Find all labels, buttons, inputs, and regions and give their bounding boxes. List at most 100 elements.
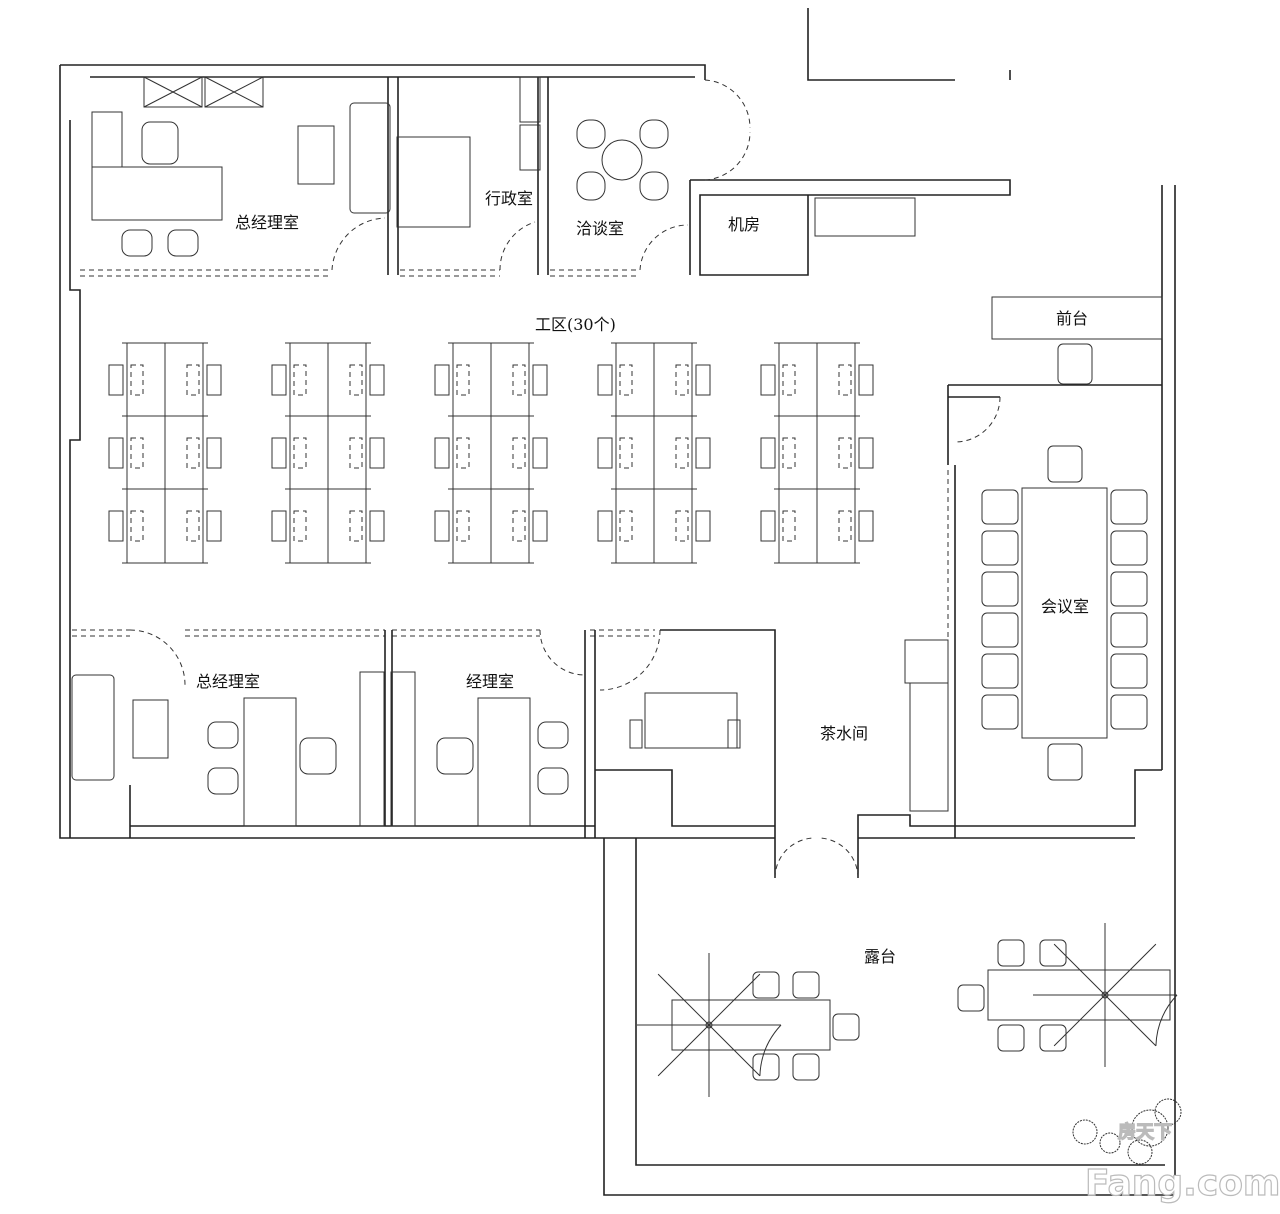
workstation-desk (349, 510, 363, 542)
conference-chair (1110, 612, 1148, 648)
chair (206, 364, 222, 396)
conference-chair (981, 694, 1019, 730)
label-pantry: 茶水间 (820, 724, 868, 743)
workstation-desk (675, 510, 689, 542)
chair (597, 364, 613, 396)
chair (206, 510, 222, 542)
conference-chair (981, 571, 1019, 607)
chair (858, 364, 874, 396)
workstation-desk (130, 364, 144, 396)
terrace-chair (752, 971, 780, 999)
conference-chair (1110, 694, 1148, 730)
chair (206, 437, 222, 469)
chair (369, 437, 385, 469)
chair (532, 510, 548, 542)
label-admin: 行政室 (485, 189, 533, 208)
armchair (167, 229, 199, 257)
workstation-frame (448, 342, 534, 564)
workstation-desk (512, 437, 526, 469)
terrace-chair (957, 984, 985, 1012)
conference-chair (1110, 530, 1148, 566)
chair (597, 510, 613, 542)
workstation-desk (838, 510, 852, 542)
shrub (1131, 1109, 1169, 1147)
label-meeting-small: 洽谈室 (576, 219, 624, 238)
label-gm-office-bottom: 总经理室 (196, 672, 260, 691)
chair (695, 510, 711, 542)
conference-chair (981, 653, 1019, 689)
terrace-chair (1039, 939, 1067, 967)
conference-chair (981, 530, 1019, 566)
terrace-chair (792, 1053, 820, 1081)
chair (858, 437, 874, 469)
umbrella (759, 1024, 782, 1076)
chair (858, 510, 874, 542)
generated-furniture (108, 229, 1182, 1165)
chair (108, 364, 124, 396)
workstation-desk (782, 437, 796, 469)
conference-chair (1110, 653, 1148, 689)
chair (108, 510, 124, 542)
workstation-frame (285, 342, 371, 564)
workstation-desk (675, 364, 689, 396)
label-gm-office-top: 总经理室 (235, 213, 299, 232)
workstation-desk (675, 437, 689, 469)
umbrella-pole (705, 1021, 713, 1029)
chair (629, 719, 643, 749)
umbrella-pole (1101, 991, 1109, 999)
shrub (1072, 1119, 1098, 1145)
chair (760, 437, 776, 469)
workstation-desk (619, 364, 633, 396)
chair (532, 437, 548, 469)
label-conference: 会议室 (1041, 597, 1089, 616)
watermark: 房天下 Fang.com (1084, 1120, 1280, 1204)
workstation-desk (293, 510, 307, 542)
conference-table (1021, 487, 1108, 739)
workstation-desk (293, 437, 307, 469)
workstation-frame (774, 342, 860, 564)
conference-chair (1047, 743, 1083, 781)
chair (597, 437, 613, 469)
workstation-desk (619, 510, 633, 542)
workstation-desk (293, 364, 307, 396)
label-server-room: 机房 (728, 215, 760, 234)
shrub (1127, 1139, 1153, 1165)
workstation-desk (186, 364, 200, 396)
workstation-desk (619, 437, 633, 469)
workstation-desk (130, 437, 144, 469)
watermark-en: Fang.com (1085, 1163, 1280, 1204)
workstation-desk (349, 437, 363, 469)
shrub (1154, 1098, 1182, 1126)
armchair (537, 721, 569, 749)
label-reception: 前台 (1056, 309, 1088, 328)
chair (271, 364, 287, 396)
chair (695, 364, 711, 396)
armchair (121, 229, 153, 257)
workstation-desk (838, 437, 852, 469)
workstation-desk (838, 364, 852, 396)
chair (369, 364, 385, 396)
workstation-desk (512, 510, 526, 542)
armchair (207, 767, 239, 795)
room-labels: 总经理室 行政室 洽谈室 机房 前台 工区(30个) 会议室 总经理室 经理室 … (196, 189, 1089, 966)
walls (59, 8, 1176, 1196)
conference-chair (1047, 445, 1083, 483)
chair (369, 510, 385, 542)
conference-chair (981, 489, 1019, 525)
chair (271, 510, 287, 542)
chair (434, 364, 450, 396)
armchair (207, 721, 239, 749)
workstation-desk (782, 364, 796, 396)
umbrella-ribs (1033, 923, 1177, 1067)
label-manager: 经理室 (466, 672, 514, 691)
workstation-desk (186, 437, 200, 469)
doors (129, 79, 1001, 879)
terrace-chair (997, 1024, 1025, 1052)
chair (760, 510, 776, 542)
terrace-chair (997, 939, 1025, 967)
terrace-chair (832, 1013, 860, 1041)
workstation-desk (456, 437, 470, 469)
chair (434, 437, 450, 469)
workstation-desk (186, 510, 200, 542)
conference-chair (1110, 571, 1148, 607)
